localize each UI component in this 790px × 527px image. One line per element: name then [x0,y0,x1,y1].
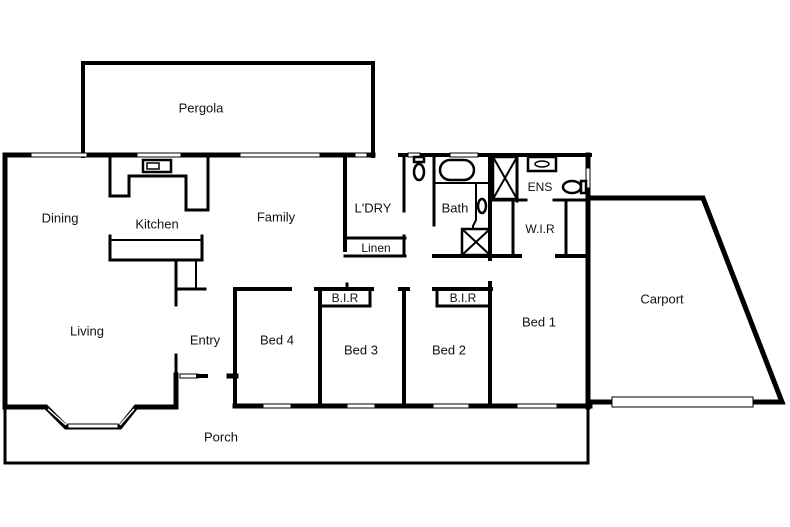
room-label-porch: Porch [204,429,238,445]
room-label-laundry: L'DRY [354,200,392,216]
room-label-bath: Bath [441,200,469,216]
pergola-outline [81,61,375,158]
entry-walls [174,353,239,409]
ensuite-walls [488,155,590,258]
room-label-bed2: Bed 2 [432,342,466,358]
bath-walls [412,153,522,261]
room-label-bed3-bir: B.I.R [331,291,359,305]
room-label-bed1: Bed 1 [522,314,556,330]
room-label-carport: Carport [640,291,684,307]
carport-outline [585,195,786,408]
bedroom-walls [233,281,493,408]
room-label-pergola: Pergola [178,100,224,116]
windows [30,152,591,429]
room-label-bed2-bir: B.I.R [449,291,477,305]
room-label-bed3: Bed 3 [344,342,378,358]
laundry-walls [343,155,407,258]
room-label-family: Family [256,209,296,225]
room-label-linen: Linen [361,241,391,255]
room-label-entry: Entry [189,332,221,348]
room-label-kitchen: Kitchen [135,216,179,232]
room-label-wir: W.I.R [525,222,555,236]
room-label-bed4: Bed 4 [260,332,294,348]
room-label-ensuite: ENS [527,180,553,194]
room-label-living: Living [70,323,104,339]
kitchen-walls [108,155,210,307]
room-label-dining: Dining [41,210,79,226]
